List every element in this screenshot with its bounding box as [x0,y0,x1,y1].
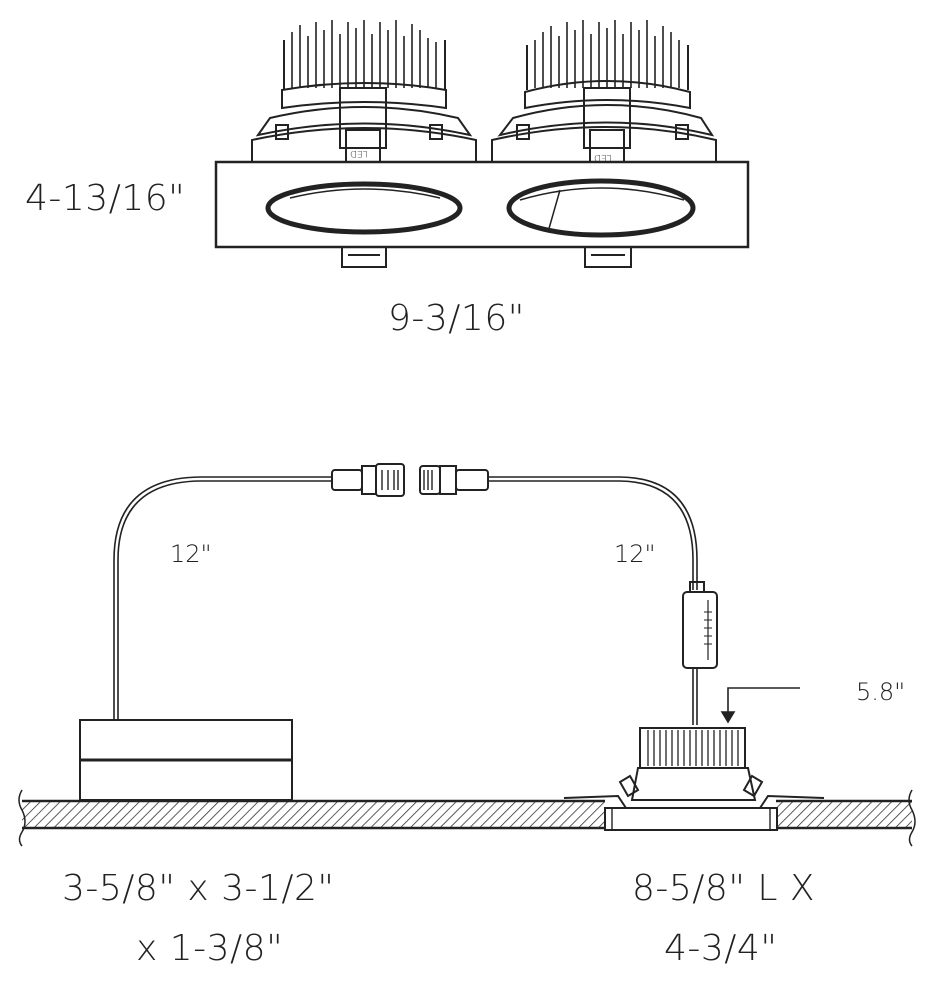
cutout-dimensions-line2: 4-3/4" [664,928,778,969]
connector-right [419,465,489,495]
left-wire-length-label: 12" [170,540,212,568]
driver-dimensions-line2: x 1-3/8" [136,928,284,969]
driver-box [79,719,293,801]
fixture-depth-label: 5.8" [856,678,906,706]
right-heatsink [491,20,717,163]
ceiling-section [18,789,916,847]
fixture-marking-left: LED [350,148,368,158]
fixture-marking-right: LED [594,152,612,162]
wire-left [113,476,332,720]
side-fixture [563,727,825,831]
connector-left [331,463,405,497]
left-heatsink [251,20,477,163]
driver-dimensions-line1: 3-5/8" x 3-1/2" [62,868,335,909]
height-dimension-label: 4-13/16" [25,178,186,219]
inline-dimmer-module [682,581,718,669]
wire-right [488,476,698,725]
width-dimension-label: 9-3/16" [388,298,525,339]
depth-arrow [720,687,800,724]
cutout-dimensions-line1: 8-5/8" L X [632,868,815,909]
trim-plate [214,160,750,268]
right-wire-length-label: 12" [614,540,656,568]
